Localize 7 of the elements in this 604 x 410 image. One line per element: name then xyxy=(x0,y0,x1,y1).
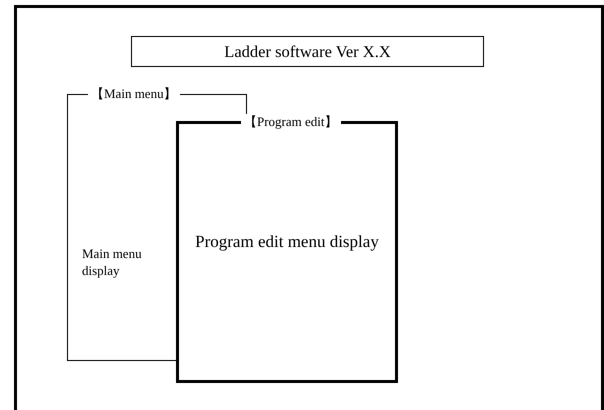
screen-frame xyxy=(14,5,604,410)
window-heading: 【Program edit】 xyxy=(241,114,341,129)
title-text: Ladder software Ver X.X xyxy=(224,42,391,62)
title-box xyxy=(131,36,484,67)
window-content-text: Program edit menu display xyxy=(194,232,380,252)
window-heading: 【Main menu】 xyxy=(88,86,180,101)
window-content-text: Main menu display xyxy=(82,245,143,279)
